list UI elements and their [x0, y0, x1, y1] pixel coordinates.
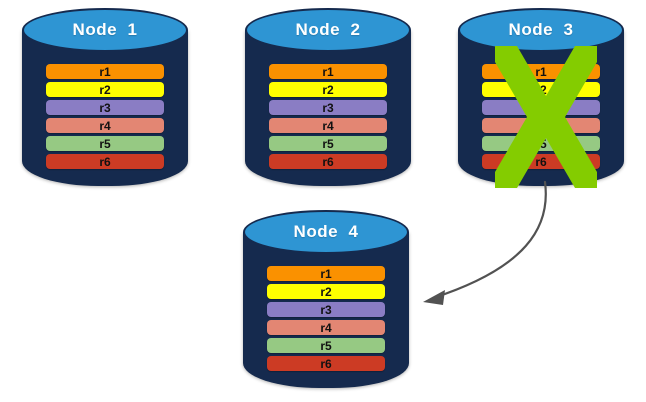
record-bar[interactable]: r2 — [269, 82, 387, 97]
record-bar[interactable]: r5 — [482, 136, 600, 151]
record-label: r3 — [99, 100, 111, 115]
record-label: r4 — [322, 118, 334, 133]
node-4[interactable]: Node 4 r1 r2 r3 r4 r5 r6 — [243, 210, 409, 390]
record-label: r6 — [99, 154, 111, 169]
record-label: r1 — [322, 64, 334, 79]
record-label: r6 — [320, 356, 332, 371]
record-bar[interactable]: r4 — [46, 118, 164, 133]
record-label: r4 — [320, 320, 332, 335]
record-label: r3 — [322, 100, 334, 115]
record-label: r2 — [535, 82, 547, 97]
record-label: r4 — [99, 118, 111, 133]
record-label: r5 — [320, 338, 332, 353]
record-bar[interactable]: r5 — [267, 338, 385, 353]
node-4-cylinder-top: Node 4 — [243, 210, 409, 254]
record-bar[interactable]: r4 — [269, 118, 387, 133]
record-bar[interactable]: r2 — [482, 82, 600, 97]
node-1-label: Node 1 — [72, 20, 138, 39]
record-bar[interactable]: r1 — [46, 64, 164, 79]
record-bar[interactable]: r2 — [267, 284, 385, 299]
record-label: r1 — [535, 64, 547, 79]
node-3-label: Node 3 — [508, 20, 574, 39]
record-label: r4 — [535, 118, 547, 133]
record-label: r2 — [99, 82, 111, 97]
record-label: r6 — [322, 154, 334, 169]
record-label: r1 — [320, 266, 332, 281]
node-2-cylinder-top: Node 2 — [245, 8, 411, 52]
record-bar[interactable]: r3 — [267, 302, 385, 317]
record-bar[interactable]: r6 — [269, 154, 387, 169]
node-1-records: r1 r2 r3 r4 r5 r6 — [46, 64, 164, 169]
node-3[interactable]: Node 3 r1 r2 r3 r4 r5 r6 — [458, 8, 624, 188]
record-bar[interactable]: r4 — [267, 320, 385, 335]
record-bar[interactable]: r1 — [482, 64, 600, 79]
record-bar[interactable]: r2 — [46, 82, 164, 97]
node-4-records: r1 r2 r3 r4 r5 r6 — [267, 266, 385, 371]
record-label: r6 — [535, 154, 547, 169]
record-bar[interactable]: r1 — [269, 64, 387, 79]
failover-arrow — [423, 180, 547, 305]
record-label: r2 — [322, 82, 334, 97]
record-bar[interactable]: r5 — [46, 136, 164, 151]
record-label: r5 — [322, 136, 334, 151]
record-bar[interactable]: r3 — [269, 100, 387, 115]
record-label: r5 — [535, 136, 547, 151]
node-2[interactable]: Node 2 r1 r2 r3 r4 r5 r6 — [245, 8, 411, 188]
record-label: r3 — [320, 302, 332, 317]
record-label: r5 — [99, 136, 111, 151]
record-bar[interactable]: r1 — [267, 266, 385, 281]
record-label: r2 — [320, 284, 332, 299]
record-bar[interactable]: r3 — [482, 100, 600, 115]
record-bar[interactable]: r4 — [482, 118, 600, 133]
node-1[interactable]: Node 1 r1 r2 r3 r4 r5 r6 — [22, 8, 188, 188]
node-1-cylinder-top: Node 1 — [22, 8, 188, 52]
record-bar[interactable]: r5 — [269, 136, 387, 151]
record-bar[interactable]: r6 — [482, 154, 600, 169]
node-2-label: Node 2 — [295, 20, 361, 39]
node-3-records: r1 r2 r3 r4 r5 r6 — [482, 64, 600, 169]
node-3-cylinder-top: Node 3 — [458, 8, 624, 52]
record-bar[interactable]: r6 — [46, 154, 164, 169]
record-bar[interactable]: r3 — [46, 100, 164, 115]
record-bar[interactable]: r6 — [267, 356, 385, 371]
record-label: r1 — [99, 64, 111, 79]
node-4-label: Node 4 — [293, 222, 359, 241]
record-label: r3 — [535, 100, 547, 115]
node-2-records: r1 r2 r3 r4 r5 r6 — [269, 64, 387, 169]
